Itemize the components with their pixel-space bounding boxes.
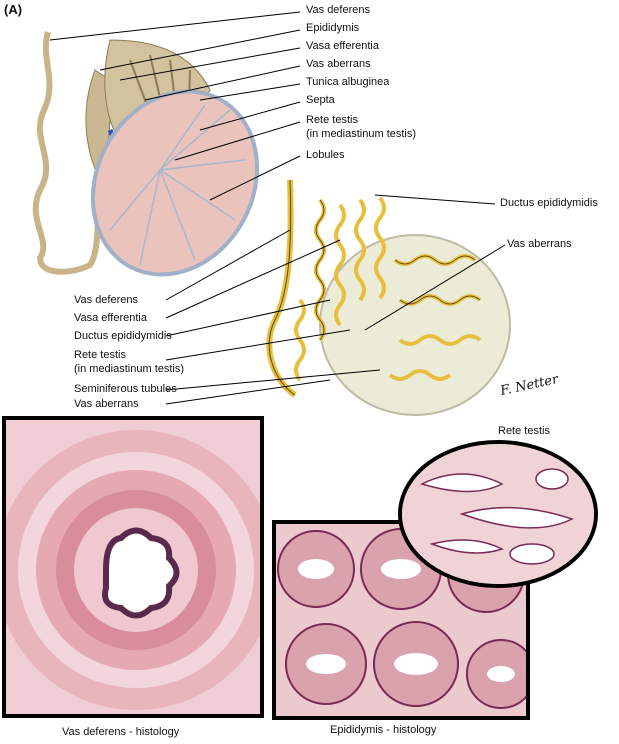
rete-testis-histology-circle xyxy=(398,440,598,588)
middle-leader-lines xyxy=(165,194,506,405)
label-rete-testis-top: Rete testis xyxy=(306,114,358,126)
label-vas-aberrans-top: Vas aberrans xyxy=(306,58,371,70)
testis-oval xyxy=(90,89,260,277)
septa-lines xyxy=(109,104,246,266)
vas-deferens-histology-frame xyxy=(2,416,264,718)
label-vas-deferens-top: Vas deferens xyxy=(306,4,371,16)
label-vas-aberrans-right: Vas aberrans xyxy=(507,238,572,250)
top-leader-lines xyxy=(49,11,301,201)
rete-testis-histology-image xyxy=(402,444,594,584)
schematic-vas-deferens xyxy=(266,179,297,398)
label-ductus-epididymidis-right: Ductus epididymidis xyxy=(500,197,598,209)
label-lobules: Lobules xyxy=(306,149,345,161)
label-septa: Septa xyxy=(306,94,335,106)
panel-label: (A) xyxy=(4,2,23,17)
label-rete-testis-left: Rete testis xyxy=(74,349,126,361)
vas-deferens-tube xyxy=(32,31,103,275)
schematic-duct-outlines xyxy=(315,199,481,341)
label-mediastinum-top: (in mediastinum testis) xyxy=(306,128,417,140)
label-vas-deferens-left: Vas deferens xyxy=(74,294,139,306)
vas-deferens-histology-image xyxy=(6,420,260,714)
label-mediastinum-left: (in mediastinum testis) xyxy=(74,363,185,375)
schematic-vas-outline xyxy=(268,179,296,396)
caption-vas-deferens-histology: Vas deferens - histology xyxy=(62,726,180,738)
label-vas-aberrans-left: Vas aberrans xyxy=(74,398,139,410)
caption-rete-testis: Rete testis xyxy=(498,425,550,437)
label-vasa-efferentia-top: Vasa efferentia xyxy=(306,40,379,52)
schematic-testis xyxy=(319,234,511,416)
caption-epididymis-histology: Epididymis - histology xyxy=(330,724,437,736)
label-vasa-efferentia-left: Vasa efferentia xyxy=(74,312,147,324)
label-tunica-albuginea: Tunica albuginea xyxy=(306,76,390,88)
label-ductus-epididymidis-left: Ductus epididymidis xyxy=(74,330,172,342)
label-seminiferous-tubules: Seminiferous tubules xyxy=(74,383,177,395)
label-epididymis: Epididymis xyxy=(306,22,360,34)
